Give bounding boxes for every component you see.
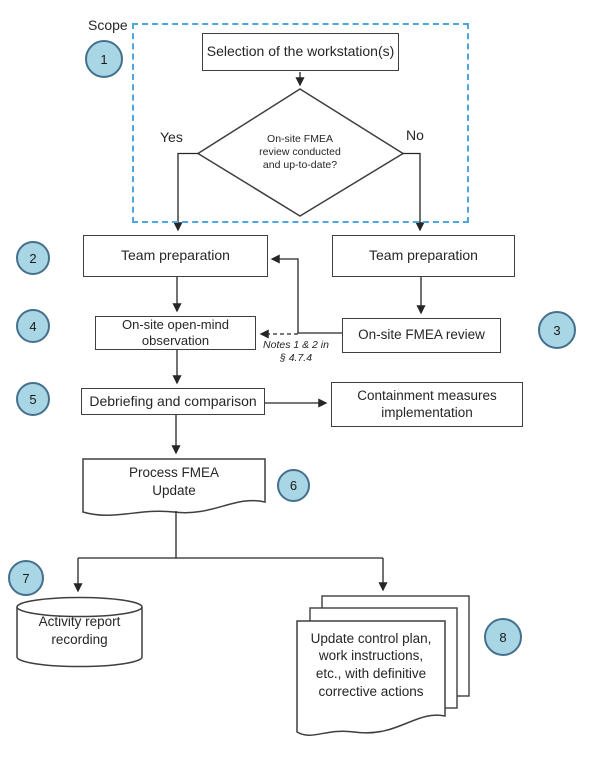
process-fmea-update-label: Process FMEA Update — [128, 465, 220, 498]
decision-question: On-site FMEA review conducted and up-to-… — [259, 133, 341, 172]
no-branch-label: No — [406, 127, 424, 143]
process-fmea-document-shape — [82, 458, 266, 516]
step-badge-6: 6 — [277, 469, 310, 502]
scope-region — [132, 23, 469, 223]
activity-cylinder-top — [16, 596, 143, 618]
update-docs-label: Update control plan, work instructions, … — [310, 630, 432, 699]
team-preparation-left-box: Team preparation — [83, 235, 268, 277]
step-badge-4: 4 — [16, 309, 50, 343]
activity-cylinder-body — [16, 607, 143, 668]
debriefing-box: Debriefing and comparison — [81, 388, 265, 415]
decision-diamond-shape — [196, 88, 405, 217]
step-badge-8: 8 — [484, 618, 522, 656]
step-badge-5: 5 — [16, 382, 50, 416]
onsite-observation-box: On-site open-mind observation — [95, 316, 256, 350]
flow-arrows — [73, 72, 426, 593]
team-preparation-right-box: Team preparation — [332, 235, 515, 277]
activity-report-label: Activity report recording — [38, 614, 121, 647]
scope-label: Scope — [88, 17, 128, 33]
yes-branch-label: Yes — [160, 129, 183, 145]
step-badge-2: 2 — [16, 241, 50, 275]
doc-stack-front-page — [296, 620, 446, 736]
step-badge-7: 7 — [8, 560, 44, 596]
selection-workstation-box: Selection of the workstation(s) — [202, 33, 399, 71]
onsite-fmea-review-box: On-site FMEA review — [342, 318, 501, 353]
step-badge-3: 3 — [538, 311, 576, 349]
containment-measures-box: Containment measures implementation — [331, 382, 523, 427]
notes-annotation: Notes 1 & 2 in § 4.7.4 — [263, 339, 329, 365]
step-badge-1: 1 — [85, 40, 123, 78]
